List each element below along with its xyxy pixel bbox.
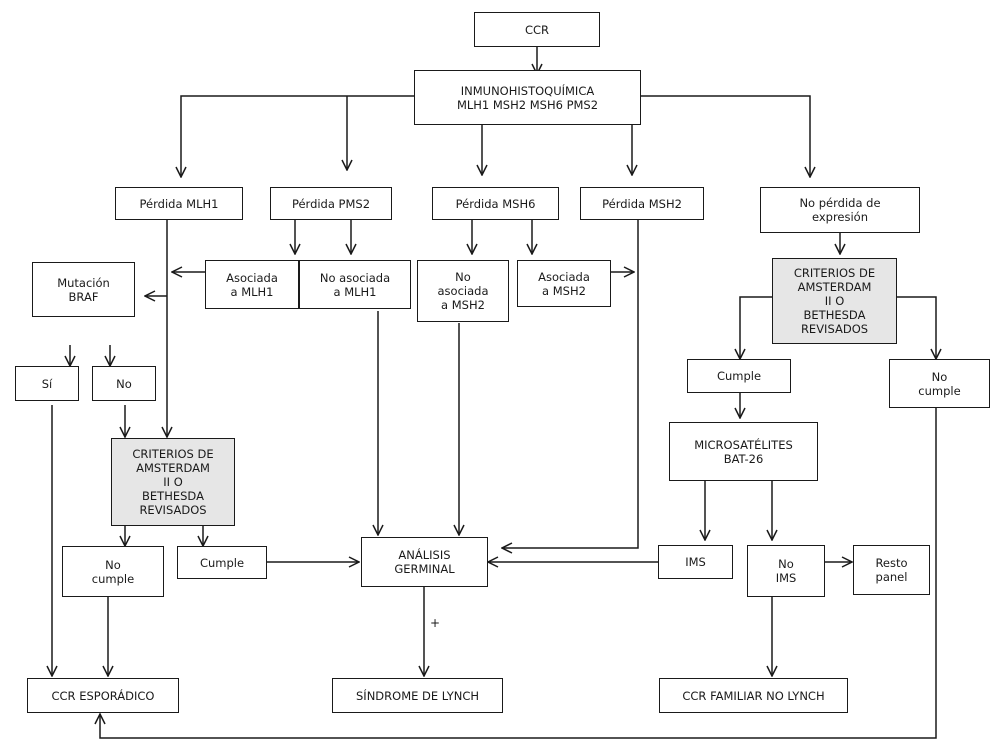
node-text-line: AMSTERDAM: [797, 280, 872, 294]
node-text-line: II O: [824, 294, 845, 308]
node-cumple-left: Cumple: [177, 546, 267, 579]
node-text-line: a MLH1: [230, 284, 274, 299]
node-text-line: a MSH2: [542, 283, 586, 298]
node-text-line: Pérdida PMS2: [291, 196, 371, 211]
node-text-line: BETHESDA: [803, 308, 866, 322]
node-text-line: No: [455, 270, 471, 284]
node-text-line: CCR: [524, 22, 550, 37]
node-ccr-familiar: CCR FAMILIAR NO LYNCH: [659, 678, 848, 713]
node-text-line: BETHESDA: [142, 489, 204, 503]
node-text-line: SÍNDROME DE LYNCH: [356, 688, 479, 703]
node-text-line: a MLH1: [333, 284, 377, 299]
node-perdida-msh6: Pérdida MSH6: [432, 187, 559, 220]
node-text-line: II O: [163, 475, 183, 489]
node-text-line: IMS: [775, 571, 797, 585]
node-text-line: Sí: [41, 376, 53, 391]
node-ccr-esporadico: CCR ESPORÁDICO: [27, 678, 179, 713]
node-text-line: No: [778, 557, 794, 571]
node-text-line: Mutación: [57, 275, 110, 290]
node-sindrome-lynch: SÍNDROME DE LYNCH: [332, 678, 503, 713]
node-text-line: a MSH2: [441, 298, 485, 312]
node-text-line: Pérdida MSH2: [602, 196, 682, 211]
node-text-line: MICROSATÉLITES: [694, 437, 793, 452]
node-text-line: CCR FAMILIAR NO LYNCH: [682, 688, 825, 703]
node-text-line: CCR ESPORÁDICO: [51, 688, 155, 703]
node-text-line: CRITERIOS DE: [132, 447, 214, 461]
node-perdida-pms2: Pérdida PMS2: [270, 187, 392, 220]
node-text-line: Pérdida MSH6: [455, 196, 536, 211]
node-text-line: BRAF: [68, 289, 99, 304]
node-cumple-right: Cumple: [687, 359, 791, 393]
node-text-line: IMS: [685, 555, 706, 569]
node-text-line: asociada: [437, 284, 489, 298]
node-text-line: INMUNOHISTOQUÍMICA: [460, 83, 595, 98]
node-text-line: REVISADOS: [800, 322, 869, 336]
node-text-line: REVISADOS: [139, 503, 207, 517]
node-text-line: expresión: [811, 210, 869, 224]
node-text-line: No: [931, 369, 948, 384]
node-text-line: cumple: [91, 571, 135, 586]
node-text-line: No: [116, 376, 132, 391]
node-text-line: Asociada: [226, 270, 278, 285]
node-text-line: ANÁLISIS: [398, 548, 451, 562]
node-text-line: No pérdida de: [799, 196, 881, 210]
node-text-line: No asociada: [319, 270, 391, 285]
node-text-line: Resto: [875, 556, 908, 570]
node-text-line: panel: [875, 570, 908, 584]
node-si: Sí: [15, 366, 79, 401]
node-perdida-mlh1: Pérdida MLH1: [115, 187, 243, 220]
node-text-line: MLH1 MSH2 MSH6 PMS2: [456, 97, 599, 112]
node-text-line: Asociada: [538, 269, 590, 284]
node-text-line: Pérdida MLH1: [139, 196, 219, 211]
edge-label-plus: +: [430, 616, 441, 630]
node-text-line: BAT-26: [723, 451, 764, 466]
node-text-line: cumple: [918, 383, 961, 398]
node-ims: IMS: [658, 545, 733, 579]
node-text-line: Cumple: [199, 555, 245, 570]
node-text-line: Cumple: [716, 369, 762, 383]
node-text-line: AMSTERDAM: [136, 461, 210, 475]
node-text-line: No: [105, 557, 121, 572]
node-text-line: GERMINAL: [394, 562, 455, 576]
node-text-line: CRITERIOS DE: [793, 266, 876, 280]
node-ccr: CCR: [474, 12, 600, 47]
node-no: No: [92, 366, 156, 401]
node-perdida-msh2: Pérdida MSH2: [580, 187, 704, 220]
